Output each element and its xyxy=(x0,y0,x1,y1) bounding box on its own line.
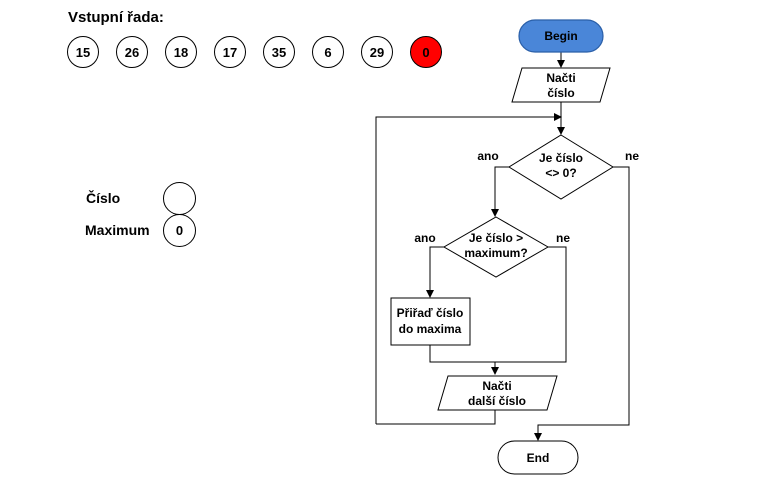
input-sequence-title: Vstupní řada: xyxy=(68,9,164,26)
begin-terminal xyxy=(518,19,604,53)
read-number-text-1: Načti xyxy=(546,71,575,85)
yes-label: ano xyxy=(414,231,435,245)
yes-label: ano xyxy=(477,149,498,163)
sequence-value: 35 xyxy=(263,36,295,68)
condition-greater-text-2: maximum? xyxy=(464,246,527,260)
read-number-block xyxy=(511,67,611,103)
assign-max-block xyxy=(390,297,471,346)
assign-max-text-2: do maxima xyxy=(399,322,462,336)
flowchart-connectors xyxy=(375,52,630,441)
cislo-label: Číslo xyxy=(86,190,121,206)
end-text: End xyxy=(527,451,550,465)
no-label: ne xyxy=(556,231,570,245)
sequence-value: 29 xyxy=(361,36,393,68)
condition-greater-than-max xyxy=(442,216,550,278)
end-terminal xyxy=(497,440,579,475)
maximum-label: Maximum xyxy=(85,222,150,238)
read-next-text-2: další číslo xyxy=(468,394,526,408)
no-label: ne xyxy=(625,149,639,163)
assign-max-text-1: Přiřaď číslo xyxy=(397,306,464,320)
read-number-text-2: číslo xyxy=(547,86,574,100)
begin-text: Begin xyxy=(544,29,577,43)
sequence-value: 18 xyxy=(165,36,197,68)
sequence-value-current: 0 xyxy=(410,36,442,68)
condition-not-zero-text-2: <> 0? xyxy=(545,166,576,180)
sequence-value: 15 xyxy=(67,36,99,68)
input-sequence: 15 26 18 17 35 6 29 0 xyxy=(67,36,442,68)
sequence-value: 26 xyxy=(116,36,148,68)
condition-not-zero-text-1: Je číslo xyxy=(539,151,583,165)
read-next-text-1: Načti xyxy=(482,379,511,393)
cislo-value xyxy=(163,182,196,215)
sequence-value: 6 xyxy=(312,36,344,68)
condition-not-zero xyxy=(508,134,614,200)
condition-greater-text-1: Je číslo > xyxy=(469,231,523,245)
read-next-block xyxy=(437,375,558,411)
sequence-value: 17 xyxy=(214,36,246,68)
maximum-value: 0 xyxy=(163,214,196,247)
